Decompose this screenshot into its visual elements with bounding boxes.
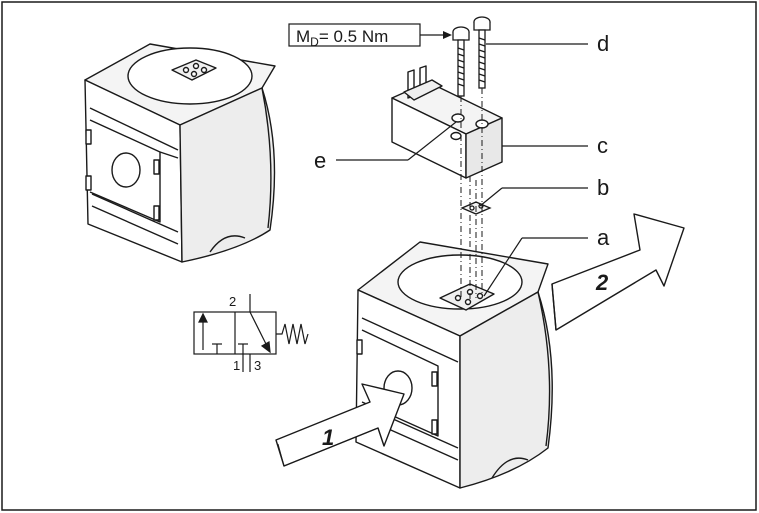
callout-a: a [597, 225, 610, 250]
valve-body-top-left [84, 43, 276, 263]
outlet-arrow-label: 2 [595, 270, 609, 295]
torque-subscript: D [310, 35, 319, 49]
inlet-arrow [275, 383, 405, 467]
svg-text:MD= 0.5 Nm: MD= 0.5 Nm [296, 27, 388, 49]
torque-callout: MD= 0.5 Nm [288, 23, 452, 49]
valve-body-main [355, 241, 553, 489]
torque-value: = 0.5 Nm [319, 27, 388, 46]
assembly-centerlines [460, 88, 483, 302]
schematic-port-1: 1 [233, 358, 240, 373]
schematic-port-2: 2 [229, 294, 236, 309]
torque-symbol: M [296, 27, 310, 46]
callout-b: b [597, 175, 609, 200]
callout-c: c [597, 133, 608, 158]
leader-lines [336, 43, 588, 297]
schematic-port-3: 3 [254, 358, 261, 373]
valve-schematic-symbol [193, 294, 309, 372]
fixing-screws [452, 16, 491, 97]
inlet-arrow-label: 1 [322, 425, 334, 450]
solenoid-head [391, 65, 503, 179]
outlet-arrow [551, 213, 685, 331]
callout-d: d [597, 31, 609, 56]
callout-e: e [314, 148, 326, 173]
